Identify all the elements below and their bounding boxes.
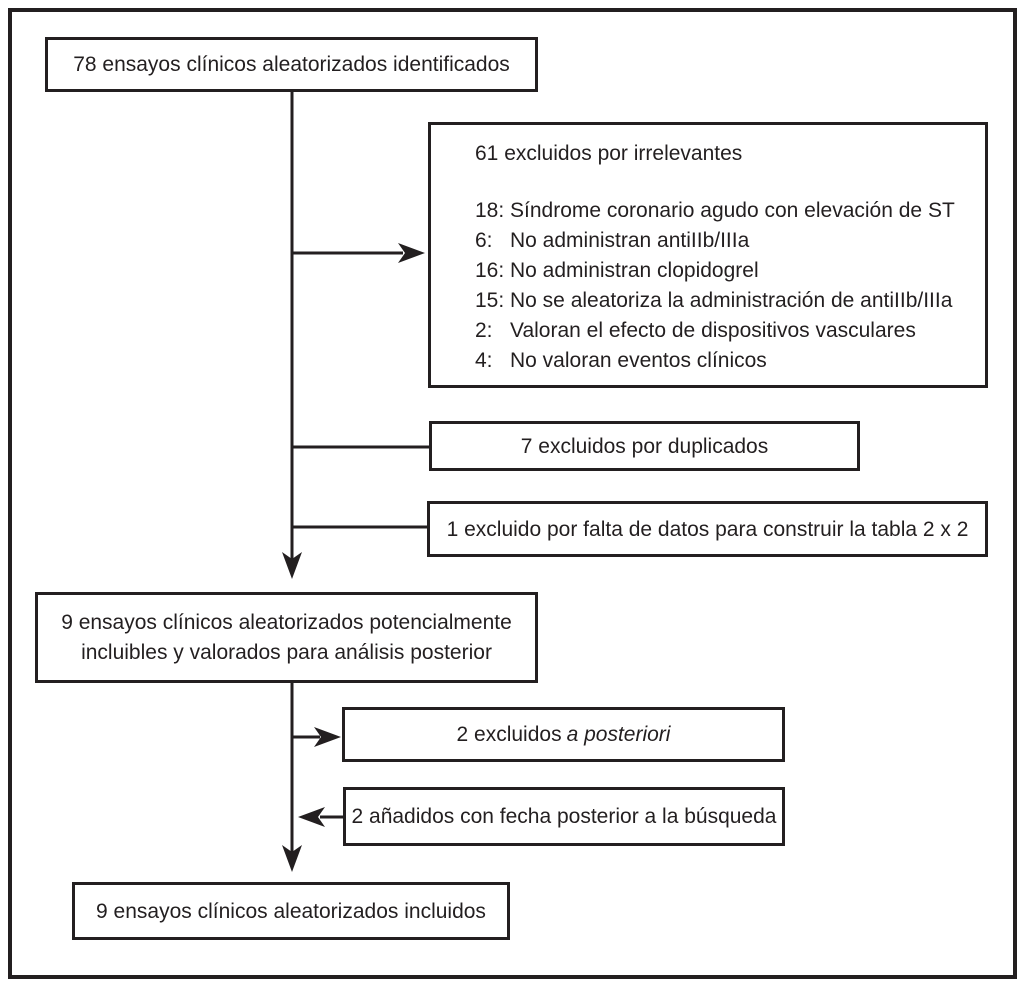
- reason-label: Valoran el efecto de dispositivos vascul…: [510, 319, 916, 342]
- box-identified-label: 78 ensayos clínicos aleatorizados identi…: [73, 53, 510, 76]
- reason-label: Síndrome coronario agudo con elevación d…: [510, 199, 955, 222]
- arrowhead-down-potential: [282, 552, 302, 579]
- reason-count: 16:: [475, 259, 505, 282]
- arrowhead-right-posteriori: [314, 727, 341, 747]
- reason-count: 6:: [475, 229, 493, 252]
- arrowhead-down-included: [282, 845, 302, 872]
- diagram-border: [8, 8, 1017, 979]
- box-potential-label: 9 ensayos clínicos aleatorizados potenci…: [61, 610, 512, 664]
- arrowhead-right-irrelevant: [398, 243, 425, 263]
- excluded-irrelevant-reason-list: 18: Síndrome coronario agudo con elevaci…: [475, 196, 971, 376]
- box-added-after-search: 2 añadidos con fecha posterior a la búsq…: [343, 787, 785, 846]
- reason-label: No administran clopidogrel: [510, 259, 759, 282]
- box-excluded-duplicates: 7 excluidos por duplicados: [429, 421, 860, 471]
- box-excluded-missing-data: 1 excluido por falta de datos para const…: [427, 501, 988, 557]
- box-posteriori-italic: a posteriori: [566, 723, 671, 746]
- excluded-irrelevant-header: 61 excluidos por irrelevantes: [475, 142, 743, 165]
- reason-label: No se aleatoriza la administración de an…: [510, 289, 953, 312]
- reason-count: 18:: [475, 199, 505, 222]
- box-included-trials: 9 ensayos clínicos aleatorizados incluid…: [72, 882, 510, 940]
- reason-count: 2:: [475, 319, 493, 342]
- reason-count: 15:: [475, 289, 505, 312]
- box-added-label: 2 añadidos con fecha posterior a la búsq…: [351, 805, 777, 828]
- box-included-label: 9 ensayos clínicos aleatorizados incluid…: [96, 899, 486, 923]
- box-duplicates-label: 7 excluidos por duplicados: [520, 434, 769, 458]
- reason-label: No valoran eventos clínicos: [510, 349, 767, 372]
- box-identified-trials: 78 ensayos clínicos aleatorizados identi…: [45, 37, 538, 92]
- arrowhead-left-added: [298, 807, 325, 827]
- box-excluded-a-posteriori: 2 excluidos a posteriori: [342, 707, 785, 762]
- box-posteriori-prefix: 2 excluidos: [456, 723, 562, 746]
- box-potentially-includable: 9 ensayos clínicos aleatorizados potenci…: [35, 592, 538, 683]
- reason-count: 4:: [475, 349, 493, 372]
- reason-label: No administran antiIIb/IIIa: [510, 229, 750, 252]
- box-missing-data-label: 1 excluido por falta de datos para const…: [446, 517, 969, 541]
- box-excluded-irrelevant: 61 excluidos por irrelevantes 18: Síndro…: [428, 122, 988, 388]
